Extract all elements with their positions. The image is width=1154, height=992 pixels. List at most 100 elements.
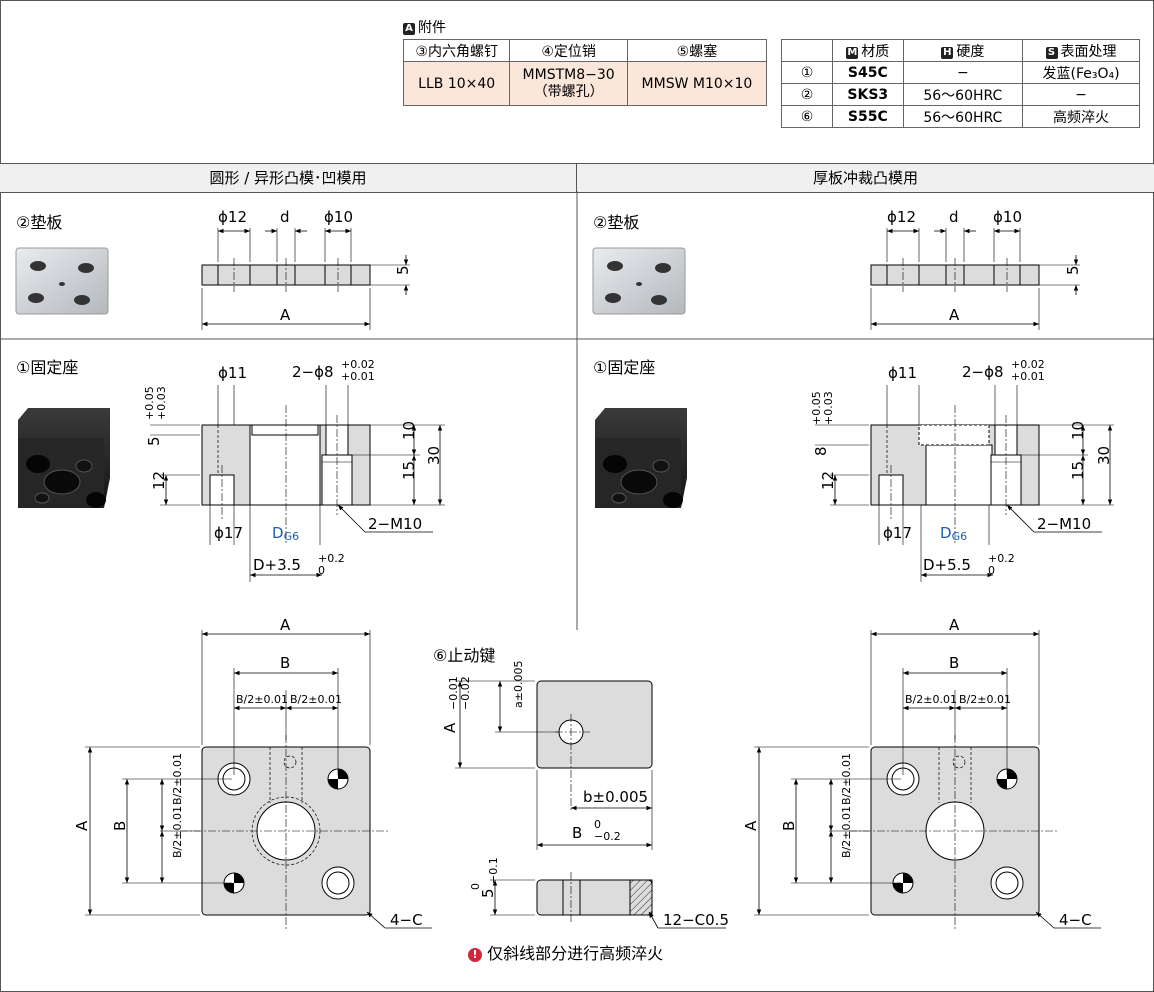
accessory-col-screw: ③内六角螺钉 [402, 39, 511, 62]
svg-text:4−C: 4−C [1059, 911, 1092, 929]
backing-plate-photo [15, 247, 109, 315]
svg-text:15: 15 [400, 461, 418, 480]
svg-text:+0.2: +0.2 [988, 552, 1015, 565]
svg-text:10: 10 [1069, 421, 1087, 440]
dim-phi17: ϕ17 [214, 524, 243, 542]
svg-text:B: B [572, 824, 582, 842]
svg-text:8: 8 [812, 446, 830, 456]
svg-text:−0.2: −0.2 [594, 830, 621, 843]
svg-text:0: 0 [469, 883, 482, 890]
dim-phi10: ϕ10 [324, 208, 353, 226]
svg-text:B: B [949, 654, 959, 672]
svg-text:10: 10 [400, 421, 418, 440]
svg-text:B/2±0.01: B/2±0.01 [171, 806, 184, 858]
accessory-col-plug: ⑤螺塞 [626, 39, 768, 62]
svg-text:ϕ12: ϕ12 [887, 208, 916, 226]
svg-text:A: A [280, 616, 291, 634]
fixing-base-section-view: ϕ11 2−ϕ8 +0.02 +0.01 8 +0.05 +0.03 12 10… [810, 358, 1114, 582]
svg-text:A: A [949, 616, 960, 634]
svg-text:+0.03: +0.03 [155, 386, 168, 420]
svg-text:5: 5 [394, 265, 412, 275]
svg-text:B/2±0.01: B/2±0.01 [236, 693, 288, 706]
svg-text:+0.05: +0.05 [810, 391, 823, 425]
dim-phi12: ϕ12 [218, 208, 247, 226]
backing-plate-photo [592, 247, 686, 315]
svg-text:ϕ11: ϕ11 [888, 364, 917, 382]
svg-text:+0.01: +0.01 [341, 370, 375, 383]
dim-chamfer: 4−C [390, 911, 423, 929]
svg-text:B/2±0.01: B/2±0.01 [290, 693, 342, 706]
part-label-fixing-base: ①固定座 [16, 358, 79, 377]
svg-text:0: 0 [594, 818, 601, 831]
svg-text:5: 5 [1064, 265, 1082, 275]
accessories-badge: A [403, 23, 415, 35]
section-title-right: 厚板冲裁凸模用 [577, 163, 1154, 193]
part-label-fixing-base: ①固定座 [593, 358, 656, 377]
dim-key-chamfer: 12−C0.5 [663, 911, 729, 929]
svg-text:B/2±0.01: B/2±0.01 [171, 753, 184, 805]
svg-text:B/2±0.01: B/2±0.01 [840, 806, 853, 858]
svg-text:−0.1: −0.1 [487, 857, 500, 884]
svg-text:+0.02: +0.02 [341, 358, 375, 371]
dim-m10: 2−M10 [368, 515, 422, 533]
svg-text:15: 15 [1069, 461, 1087, 480]
svg-text:ϕ17: ϕ17 [883, 524, 912, 542]
svg-text:D+5.5: D+5.5 [923, 556, 971, 574]
fixing-base-plan-view-right: A B B/2±0.01 B/2±0.01 A B B/2±0.01 B/2±0… [742, 616, 1101, 930]
svg-text:30: 30 [1095, 446, 1113, 465]
svg-text:2−ϕ8: 2−ϕ8 [962, 363, 1004, 381]
svg-text:B: B [780, 821, 798, 831]
section-title-left: 圆形 / 异形凸模･凹模用 [0, 163, 577, 193]
svg-text:a±0.005: a±0.005 [512, 661, 525, 708]
svg-text:DG6: DG6 [940, 524, 967, 543]
svg-text:B: B [280, 654, 290, 672]
svg-text:−0.02: −0.02 [459, 676, 472, 710]
accessory-plug-value: MMSW M10×10 [626, 61, 768, 106]
dim-pin-holes: 2−ϕ8 [292, 363, 334, 381]
svg-text:B/2±0.01: B/2±0.01 [840, 753, 853, 805]
table-row: ⑥ S55C 56～60HRC 高频淬火 [781, 105, 1140, 128]
dim-dg6: DG6 [272, 524, 299, 543]
dim-a: A [280, 306, 291, 324]
fixing-base-plan-view-left: A B B/2±0.01 B/2±0.01 A B B/2±0.01 B/2±0… [73, 616, 432, 930]
svg-text:b±0.005: b±0.005 [583, 788, 648, 806]
part-label-backing-plate: ②垫板 [593, 213, 640, 232]
svg-text:5: 5 [479, 888, 497, 898]
accessory-col-pin: ④定位销 [509, 39, 628, 62]
svg-text:D+3.5: D+3.5 [253, 556, 301, 574]
svg-text:+0.01: +0.01 [1011, 370, 1045, 383]
svg-text:+0.03: +0.03 [822, 391, 835, 425]
svg-text:−0.01: −0.01 [447, 676, 460, 710]
dim-phi11: ϕ11 [218, 364, 247, 382]
svg-text:B/2±0.01: B/2±0.01 [905, 693, 957, 706]
svg-text:12: 12 [819, 471, 837, 490]
svg-text:A: A [73, 820, 91, 831]
stop-key-side-view: 5 0 −0.1 12−C0.5 [469, 857, 729, 929]
hardening-note: ! 仅斜线部分进行高频淬火 [468, 940, 663, 964]
svg-text:12: 12 [150, 471, 168, 490]
stop-key-plan-view: A −0.01 −0.02 a±0.005 b±0.005 B 0 −0.2 [441, 661, 653, 850]
svg-text:+0.2: +0.2 [318, 552, 345, 565]
svg-text:30: 30 [425, 446, 443, 465]
svg-text:0: 0 [988, 564, 995, 577]
backing-plate-side-view: ϕ12 d ϕ10 5 A [870, 208, 1082, 330]
part-label-backing-plate: ②垫板 [16, 213, 63, 232]
warning-icon: ! [468, 948, 482, 962]
svg-text:A: A [441, 722, 459, 733]
svg-text:2−M10: 2−M10 [1037, 515, 1091, 533]
svg-text:5: 5 [145, 436, 163, 446]
fixing-base-photo [594, 407, 688, 509]
svg-text:+0.02: +0.02 [1011, 358, 1045, 371]
accessory-pin-value: MMSTM8−30 （带螺孔） [509, 61, 628, 106]
fixing-base-photo [17, 407, 111, 509]
svg-text:0: 0 [318, 564, 325, 577]
part-label-stop-key: ⑥止动键 [433, 646, 496, 665]
svg-text:B: B [111, 821, 129, 831]
accessory-screw-value: LLB 10×40 [402, 61, 511, 106]
svg-text:A: A [742, 820, 760, 831]
accessories-table: ③内六角螺钉 ④定位销 ⑤螺塞 LLB 10×40 MMSTM8−30 （带螺孔… [402, 39, 768, 106]
